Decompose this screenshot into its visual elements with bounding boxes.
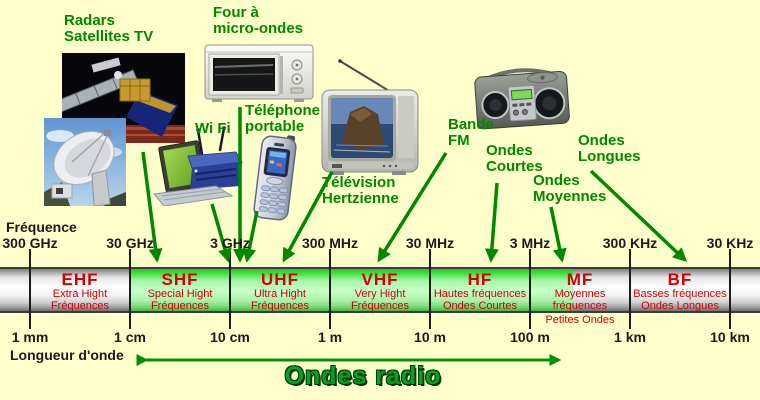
band-segment-bf: BF Basses fréquences Ondes Longues	[630, 269, 730, 311]
band-abbr: EHF	[61, 270, 99, 289]
band-abbr: UHF	[261, 270, 299, 289]
wave-tick-label: 1 m	[317, 329, 343, 345]
label-fm: Bande FM	[448, 116, 494, 149]
radio-boombox-photo	[474, 68, 570, 130]
band-name: Special Hight Fréquences	[147, 288, 213, 312]
band-abbr: HF	[467, 270, 493, 289]
freq-tick-label: 30 GHz	[106, 235, 154, 251]
band-name: Very Hight Fréquences	[350, 288, 410, 312]
label-phone: Téléphone portable	[245, 102, 321, 135]
rock-scene	[342, 106, 384, 150]
freq-tick-label: 300 GHz	[2, 235, 58, 251]
axis-tick	[29, 249, 31, 329]
label-longwave: Ondes Longues	[578, 132, 641, 165]
band-name: Basses fréquences Ondes Longues	[633, 288, 727, 312]
freq-tick-label: 300 MHz	[301, 235, 359, 251]
earpiece	[274, 142, 285, 147]
satellite-dish-photo	[44, 118, 126, 206]
arrow-wifi-to-shf	[210, 203, 232, 263]
label-microwave: Four à micro-ondes	[213, 4, 304, 37]
satellite-body	[119, 78, 151, 102]
frequency-axis-title: Fréquence	[6, 219, 77, 235]
dish	[53, 131, 115, 185]
wave-tick-label: 10 km	[710, 329, 750, 345]
label-radars-satellites: Radars Satellites TV	[64, 12, 154, 45]
band-segment-uhf: UHF Ultra Hight Fréquences	[230, 269, 330, 311]
door-handle	[280, 56, 283, 94]
wave-tick-label: 1 mm	[11, 329, 49, 345]
band-name: Moyennes fréquences	[552, 288, 608, 312]
band-abbr: SHF	[161, 270, 199, 289]
band-segment-vhf: VHF Very Hight Fréquences	[330, 269, 430, 311]
label-tv: Télévision Hertzienne	[322, 174, 399, 207]
freq-tick-label: 300 KHz	[602, 235, 658, 251]
label-wifi: Wi Fi	[195, 120, 231, 137]
axis-tick	[529, 249, 531, 329]
axis-tick	[229, 249, 231, 329]
axis-tick	[129, 249, 131, 329]
wave-tick-label: 100 m	[510, 329, 550, 345]
band-name: Hautes fréquences Ondes Courtes	[433, 288, 527, 312]
antenna	[218, 126, 226, 152]
panel-array	[62, 69, 139, 113]
arrow-mediumwave-to-mf	[549, 206, 567, 263]
band-segment-ehf: EHF Extra Hight Fréquences	[30, 269, 130, 311]
label-shortwave: Ondes Courtes	[486, 142, 543, 175]
band-segment-mf: MF Moyennes fréquences	[530, 269, 630, 311]
freq-tick-label: 30 KHz	[706, 235, 754, 251]
wifi-router-photo	[153, 126, 243, 206]
band-abbr: VHF	[361, 270, 399, 289]
wave-tick-label: 1 cm	[114, 329, 146, 345]
radio-waves-highlight	[130, 269, 573, 311]
band-abbr: BF	[667, 270, 693, 289]
microwave-photo	[204, 44, 314, 102]
wave-tick-label: 1 km	[614, 329, 646, 345]
radio-waves-title: Ondes radio	[284, 362, 442, 390]
band-name: Extra Hight Fréquences	[50, 288, 110, 312]
antenna	[196, 128, 204, 156]
dish-mast	[91, 169, 111, 206]
feed-horn	[104, 129, 111, 136]
freq-tick-label: 3 MHz	[509, 235, 551, 251]
axis-tick	[329, 249, 331, 329]
axis-tick	[729, 249, 731, 329]
freq-tick-label: 3 GHz	[210, 235, 250, 251]
mobile-phone-photo	[253, 135, 297, 221]
lcd-display	[510, 88, 533, 101]
axis-tick	[629, 249, 631, 329]
wave-tick-label: 10 cm	[210, 329, 250, 345]
wave-tick-label: 10 m	[414, 329, 446, 345]
label-mediumwave: Ondes Moyennes	[533, 172, 607, 205]
axis-tick	[429, 249, 431, 329]
band-abbr: MF	[566, 270, 594, 289]
band-segment-shf: SHF Special Hight Fréquences	[130, 269, 230, 311]
freq-tick-label: 30 MHz	[405, 235, 455, 251]
wavelength-axis-title: Longueur d'onde	[10, 347, 124, 363]
band-name: Ultra Hight Fréquences	[250, 288, 310, 312]
mf-note: Petites Ondes	[545, 314, 615, 326]
tv-photo	[321, 59, 419, 175]
band-segment-hf: HF Hautes fréquences Ondes Courtes	[430, 269, 530, 311]
